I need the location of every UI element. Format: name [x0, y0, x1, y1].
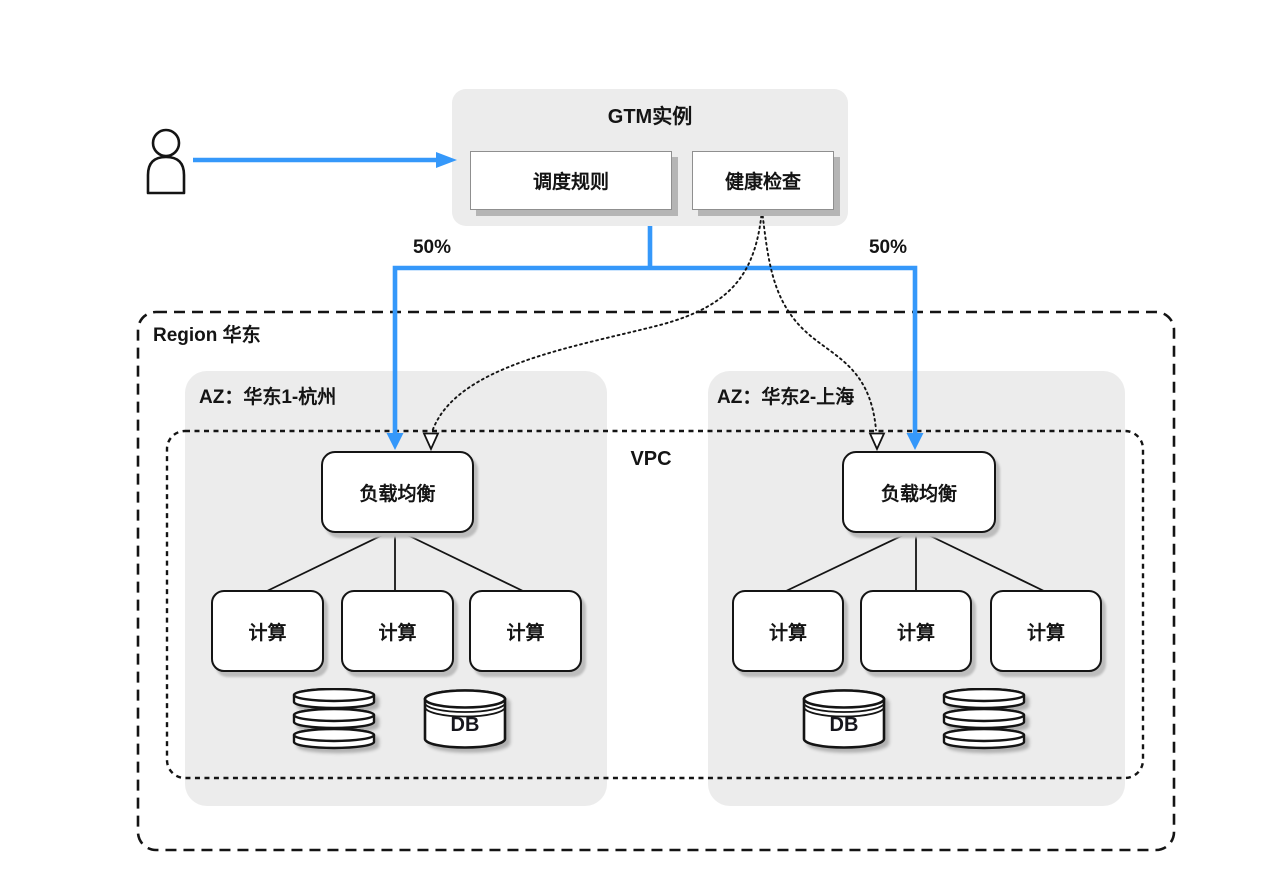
vpc-label: VPC [630, 448, 672, 470]
az2-group-box [708, 371, 1125, 806]
az1-load-balancer-node: 负载均衡 [321, 451, 474, 533]
scheduling-rules-label: 调度规则 [532, 172, 609, 193]
region-label: Region 华东 [153, 325, 261, 346]
az1-compute-node-3: 计算 [469, 590, 582, 672]
az1-db-label: DB [450, 714, 480, 736]
traffic-share-left: 50% [412, 237, 452, 258]
storage-stack-icon [292, 688, 376, 750]
health-check-box: 健康检查 [692, 151, 834, 210]
az2-compute-node-3: 计算 [990, 590, 1102, 672]
storage-stack-icon [942, 688, 1026, 750]
az1-compute-node-2: 计算 [341, 590, 454, 672]
az1-compute-label-2: 计算 [378, 622, 417, 644]
az2-compute-node-2: 计算 [860, 590, 972, 672]
health-check-label: 健康检查 [724, 172, 801, 193]
az2-db-label: DB [829, 714, 859, 736]
traffic-share-right: 50% [868, 237, 908, 258]
az2-load-balancer-label: 负载均衡 [880, 483, 957, 505]
az2-label: AZ：华东2-上海 [717, 387, 855, 408]
az2-load-balancer-node: 负载均衡 [842, 451, 996, 533]
az2-compute-label-1: 计算 [768, 622, 807, 644]
az2-compute-label-3: 计算 [1026, 622, 1065, 644]
az1-compute-label-1: 计算 [248, 622, 287, 644]
az1-compute-node-1: 计算 [211, 590, 324, 672]
az1-label: AZ：华东1-杭州 [199, 387, 337, 408]
scheduling-rules-box: 调度规则 [470, 151, 672, 210]
az1-group-box [185, 371, 607, 806]
user-icon [146, 128, 186, 195]
az2-compute-node-1: 计算 [732, 590, 844, 672]
az1-compute-label-3: 计算 [506, 622, 545, 644]
az1-load-balancer-label: 负载均衡 [359, 483, 436, 505]
gtm-title: GTM实例 [607, 106, 693, 128]
az2-compute-label-2: 计算 [896, 622, 935, 644]
